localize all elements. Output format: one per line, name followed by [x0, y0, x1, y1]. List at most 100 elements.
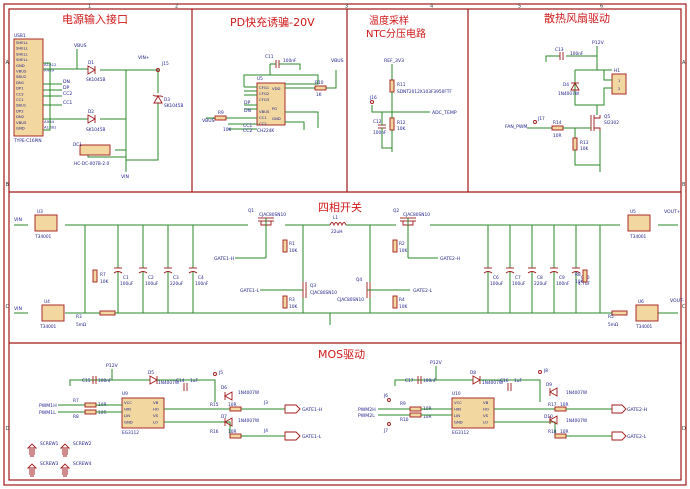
usb-pin-label: GND [16, 126, 25, 131]
cap-left-ref: C4 [198, 275, 204, 281]
cap-right-plate2 [505, 271, 515, 274]
r4-gate-body [392, 295, 398, 309]
r2-gate-body [392, 239, 398, 253]
wire-fan1 [603, 70, 612, 81]
grid-col-4: 4 [430, 4, 433, 10]
driver-pin-left: VCC [454, 400, 462, 405]
d9-ref: D9 [546, 382, 552, 388]
driver-pin-left: HIN [124, 407, 131, 412]
j17-testpoint [533, 120, 537, 124]
dc-val: HC-DC-007B-2.0 [74, 161, 109, 167]
net-vin-fs2: VIN [14, 306, 22, 312]
d6-ref: D6 [221, 385, 227, 391]
grid-row-d: D [6, 426, 10, 432]
q3-mosfet: Q3 CJAC80SN10 [260, 225, 337, 313]
l1-inductor-symbol [329, 222, 347, 227]
cap-left-val: 220uF [170, 281, 184, 287]
cap-left-ref: C2 [148, 275, 154, 281]
grid-col-3: 3 [345, 4, 348, 10]
d1-diode-symbol [87, 65, 96, 75]
d10-ref: D10 [544, 414, 553, 420]
usb-pin-label: DP2 [16, 108, 24, 113]
ch224k-pin-left: CC2 [259, 121, 267, 126]
r9-drv-body [409, 406, 422, 412]
d8-ref: D8 [470, 370, 476, 376]
ch224k-val: CH224K [257, 128, 274, 134]
q5-val: SI2302 [604, 120, 619, 126]
net-vout-m: VOUT- [670, 298, 684, 304]
j8-testpoint [538, 370, 542, 374]
gate2h-port [611, 404, 627, 414]
net-fan-pwm: FAN_PWM [505, 124, 527, 130]
usb-ref: USB1 [14, 33, 26, 39]
usb-pin-number: A1B12 [44, 62, 57, 67]
net-gate2h: GATE2-H [440, 256, 460, 262]
net-dn-label: DN [63, 79, 70, 85]
net-dp-label: DP [63, 85, 70, 91]
pd-trigger-block: U5 CH224K CFG1CFG2CFG3VBUSCC1CC2VDDPGGND… [202, 54, 344, 134]
q3-val: CJAC80SN10 [310, 290, 337, 296]
d3-cathode [152, 94, 164, 98]
c17-val: 100nF [423, 378, 437, 384]
r9-body [214, 115, 227, 121]
wire-vb-left [157, 379, 216, 402]
u6-val: T34001 [635, 324, 653, 330]
usb-pin-label: SHELL [16, 57, 29, 62]
net-p12-right: P12V [430, 360, 443, 366]
r13-body [572, 137, 578, 151]
ch224k-pin-right: PG [272, 106, 277, 111]
j7-testpoint [387, 422, 391, 426]
grid-row-a-right: A [682, 60, 686, 66]
q1-mosfet: Q1 CJAC80SN10 [248, 208, 286, 258]
usb-pin-number: A12B1 [44, 125, 57, 130]
c13-ref: C13 [555, 47, 564, 53]
d7-val: 1N4007W [238, 418, 260, 424]
r11-ntc-body [389, 79, 395, 93]
r2-gate-val: 10K [399, 248, 407, 254]
r3-gate-val: 10K [289, 304, 297, 310]
r1-gate-val: 10K [289, 248, 297, 254]
q3-ref: Q3 [310, 283, 316, 289]
r8-drv-ref: R8 [73, 414, 79, 420]
u6-sensor-body [635, 304, 659, 322]
screw-label: SCREW3 [40, 461, 59, 467]
screw-icon [26, 463, 38, 477]
mos-drive-right: P12V C17 100nF D8 1N4007W C16 1uF J8 U10… [358, 360, 647, 441]
r5-shunt-ref: R5 [608, 314, 614, 320]
grid-col-1: 1 [88, 4, 91, 10]
wire-d3-gnd [125, 103, 159, 161]
cap-right-plate2 [527, 271, 537, 274]
cap-right-plate2 [549, 271, 559, 274]
d8-val: 1N4007W [482, 380, 504, 386]
section-title-fan-drive: 散热风扇驱动 [544, 11, 610, 25]
cap-right-ref: C8 [537, 275, 543, 281]
r13-ref: R13 [580, 140, 589, 146]
ch224k-pin-left: CFG3 [259, 97, 270, 102]
r8-body [582, 269, 588, 283]
wire-c11-b [279, 63, 301, 70]
usb-pin-number: A4B9 [44, 68, 55, 73]
r18-ref: R18 [548, 429, 557, 435]
grid-col-6: 6 [600, 4, 603, 10]
r16-ref: R16 [210, 429, 219, 435]
net-gate1h: GATE1-H [214, 256, 234, 262]
d7-diode-symbol [224, 417, 233, 427]
d4-val: 1N4007W [558, 91, 580, 97]
u4-sensor-body [41, 304, 65, 322]
screw-label: SCREW4 [73, 461, 92, 467]
d6-diode-symbol [224, 391, 233, 401]
r7-body [92, 269, 98, 283]
cap-left-val: 100nF [195, 281, 209, 287]
driver-pin-left: HIN [454, 407, 461, 412]
u10-driver-body [451, 397, 495, 429]
net-gate1h-drv: GATE1-H [302, 407, 322, 413]
c11-val: 100nF [283, 58, 297, 64]
cap-left-val: 100uF [120, 281, 134, 287]
r17-val: 10R [560, 402, 568, 408]
ch224k-pin-left: CFG2 [259, 91, 270, 96]
usb-pin-label: SHELL [16, 46, 29, 51]
usb-pin-label: VBUS [16, 120, 27, 125]
wire-r10-out [326, 70, 337, 89]
cap-right-ref: C9 [559, 275, 565, 281]
